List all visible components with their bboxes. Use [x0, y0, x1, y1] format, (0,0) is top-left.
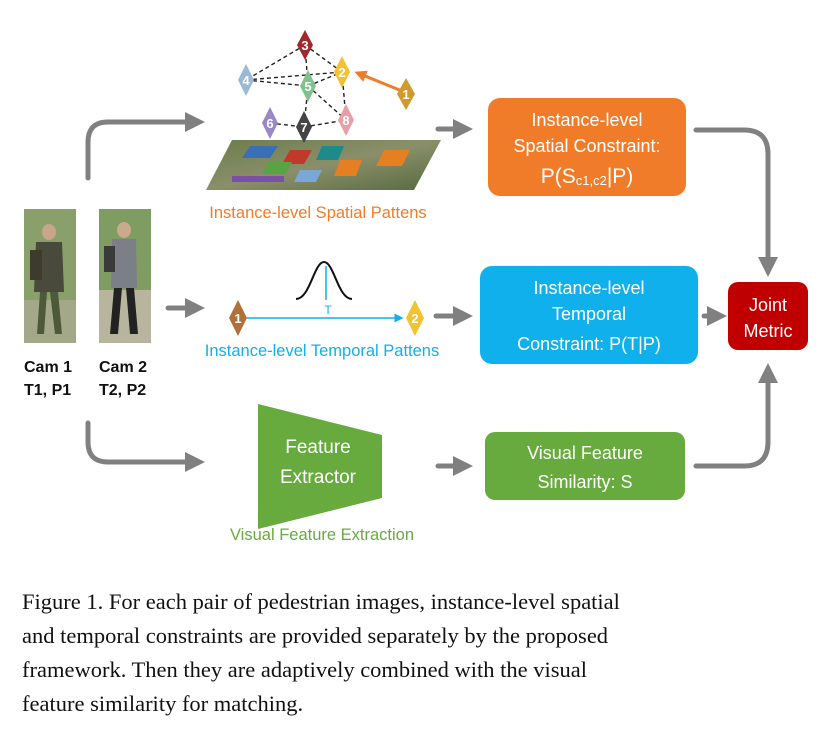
feature-extractor-line1: Feature: [285, 437, 350, 458]
temporal-box-line1: Instance-level: [533, 278, 644, 298]
joint-metric-line2: Metric: [744, 321, 793, 341]
temporal-node-start: 1: [229, 300, 247, 336]
svg-text:5: 5: [304, 79, 311, 94]
spatial-box-formula: P(Sc1,c2|P): [541, 165, 634, 188]
temporal-node-end: 2: [406, 300, 424, 336]
joint-metric-line1: Joint: [749, 295, 787, 315]
svg-text:1: 1: [234, 311, 241, 326]
caption-line-3: framework. Then they are adaptively comb…: [22, 657, 588, 682]
svg-text:2: 2: [338, 65, 345, 80]
visual-box-line1: Visual Feature: [527, 443, 643, 463]
svg-text:2: 2: [411, 311, 418, 326]
spatial-node-6: 6: [262, 107, 278, 139]
visual-extraction-label: Visual Feature Extraction: [230, 526, 414, 544]
temporal-constraint-box: [480, 266, 698, 364]
temporal-t-label: T: [324, 303, 332, 317]
figure-caption: Figure 1. For each pair of pedestrian im…: [22, 585, 808, 721]
svg-text:4: 4: [242, 73, 250, 88]
arrow-to-spatial: [85, 112, 205, 181]
cam1-sub-label: T1, P1: [24, 382, 71, 399]
cam2-label: Cam 2: [99, 359, 147, 376]
cam1-label: Cam 1: [24, 359, 72, 376]
spatial-graph-edges: [245, 44, 347, 128]
visual-similarity-box: [485, 432, 685, 500]
feature-extractor-line2: Extractor: [280, 467, 357, 488]
caption-line-2: and temporal constraints are provided se…: [22, 623, 609, 648]
svg-text:6: 6: [266, 116, 273, 131]
svg-text:1: 1: [402, 87, 409, 102]
arrow-to-extractor: [85, 420, 205, 472]
spatial-transition-arrow: [354, 70, 403, 93]
arrow-spatial-to-joint: [693, 127, 778, 277]
cam2-sub-label: T2, P2: [99, 382, 146, 399]
svg-text:3: 3: [301, 38, 308, 53]
spatial-node-5: 5: [300, 70, 316, 102]
pedestrian-image-cam2: [99, 209, 151, 343]
svg-text:8: 8: [342, 113, 349, 128]
spatial-node-7: 7: [296, 111, 312, 143]
spatial-node-4: 4: [238, 64, 254, 96]
spatial-constraint-box: [488, 98, 686, 196]
campus-map: [206, 140, 441, 190]
pedestrian-image-cam1: [24, 209, 76, 343]
spatial-node-2: 2: [334, 56, 350, 88]
spatial-box-line2: Spatial Constraint:: [513, 136, 660, 156]
svg-text:7: 7: [300, 120, 307, 135]
caption-line-4: feature similarity for matching.: [22, 691, 304, 716]
joint-metric-box: [728, 282, 808, 350]
temporal-pattern-label: Instance-level Temporal Pattens: [205, 342, 440, 360]
caption-line-1: Figure 1. For each pair of pedestrian im…: [22, 589, 620, 614]
spatial-node-8: 8: [338, 104, 354, 136]
spatial-node-3: 3: [297, 30, 313, 60]
temporal-box-line2: Temporal: [552, 304, 626, 324]
temporal-box-line3: Constraint: P(T|P): [517, 334, 661, 354]
temporal-distribution-curve: [295, 260, 353, 300]
visual-box-line2: Similarity: S: [537, 472, 632, 492]
feature-extractor-trapezoid: [258, 404, 382, 529]
spatial-box-line1: Instance-level: [531, 110, 642, 130]
spatial-pattern-label: Instance-level Spatial Pattens: [209, 204, 426, 222]
spatial-node-1: 1: [397, 78, 415, 110]
arrow-visual-to-joint: [693, 363, 778, 469]
spatial-nodes: 3 4 5 2 1 6 7 8: [238, 30, 415, 143]
